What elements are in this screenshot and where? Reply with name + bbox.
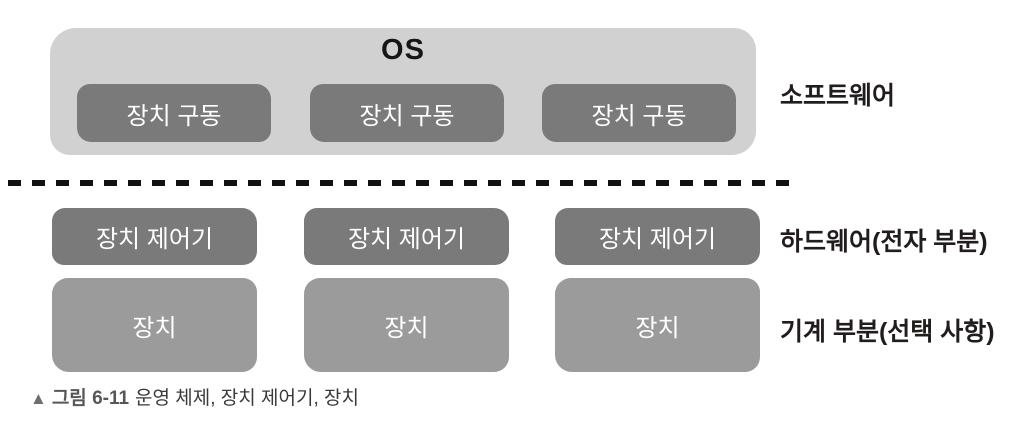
software-layer-label: 소프트웨어: [780, 82, 896, 110]
device-driver-box: 장치 구동: [77, 84, 271, 142]
os-container: OS 장치 구동 장치 구동 장치 구동: [50, 28, 756, 155]
device-controller-box: 장치 제어기: [304, 208, 509, 265]
software-hardware-divider: [8, 180, 800, 186]
device-box: 장치: [52, 278, 257, 372]
device-box: 장치: [304, 278, 509, 372]
caption-triangle-icon: ▲: [30, 389, 47, 408]
hardware-layer-label: 하드웨어(전자 부분): [780, 228, 988, 256]
mechanical-layer-label: 기계 부분(선택 사항): [780, 318, 995, 346]
device-controller-box: 장치 제어기: [555, 208, 760, 265]
device-driver-box: 장치 구동: [542, 84, 736, 142]
device-controller-box: 장치 제어기: [52, 208, 257, 265]
device-box: 장치: [555, 278, 760, 372]
os-title: OS: [381, 34, 425, 66]
caption-figure-number: 그림 6-11: [51, 388, 130, 409]
caption-text: 운영 체제, 장치 제어기, 장치: [135, 388, 360, 409]
device-driver-box: 장치 구동: [310, 84, 504, 142]
